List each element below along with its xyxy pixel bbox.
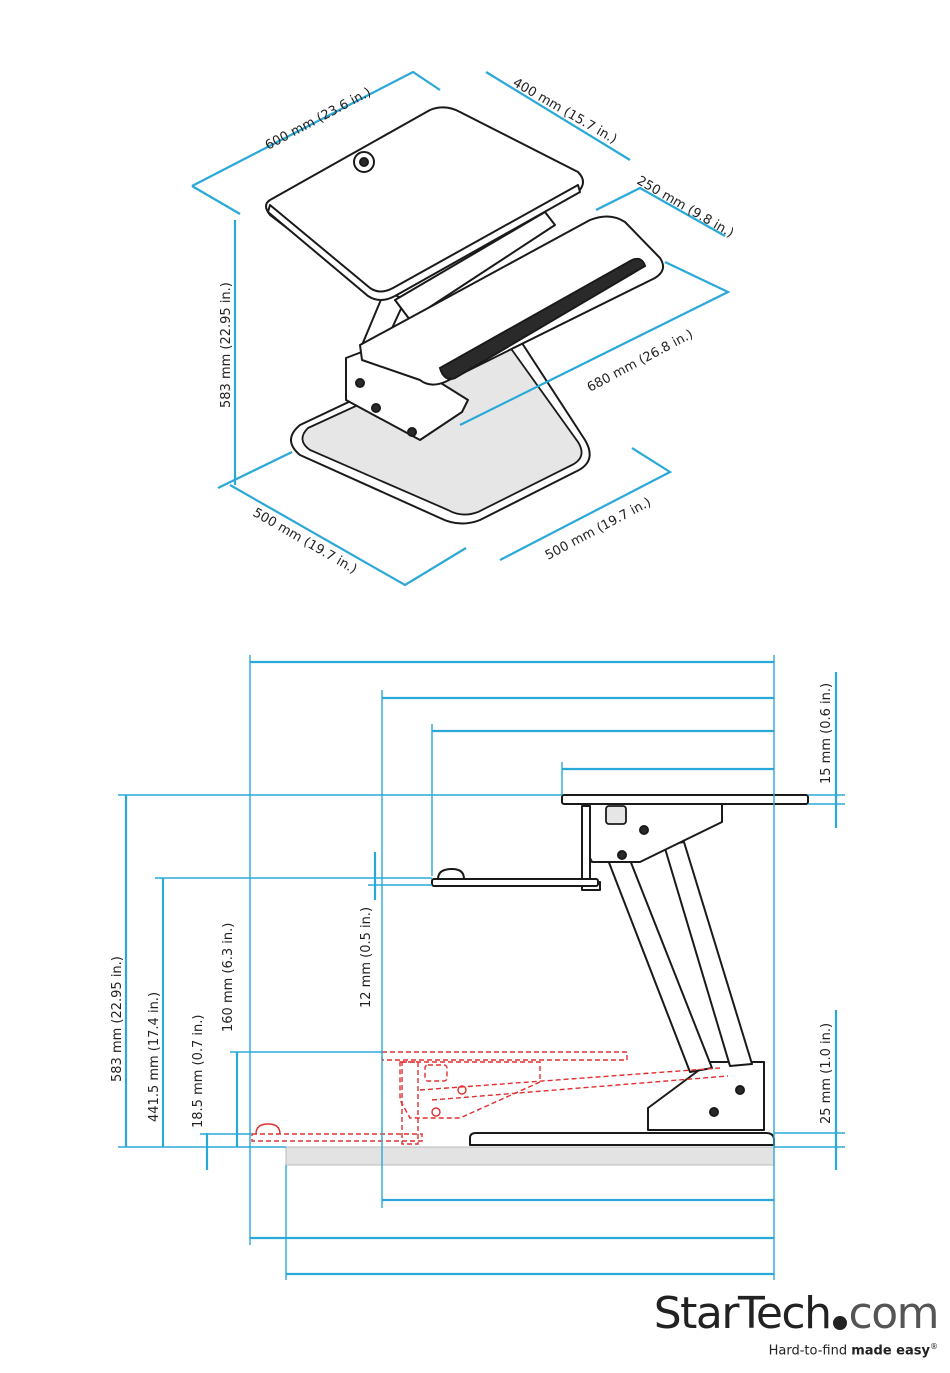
brand-tagline: Hard-to-find made easy®	[654, 1342, 938, 1358]
stowed-keyboard-tray	[252, 1134, 422, 1141]
tagline-a: Hard-to-find	[769, 1343, 852, 1358]
brand-dot-icon	[833, 1316, 847, 1330]
bolt	[408, 428, 416, 436]
bolt	[356, 379, 364, 387]
stowed-post	[402, 1062, 418, 1144]
desk-surface	[286, 1147, 774, 1165]
side-view: 583 mm (22.95 in.) 441.5 mm (17.4 in.) 1…	[110, 655, 845, 1280]
bolt	[640, 826, 648, 834]
side-keyboard-tray	[432, 879, 598, 886]
tagline-b: made easy	[851, 1343, 930, 1358]
bolt	[372, 404, 380, 412]
stowed-lever	[425, 1065, 447, 1081]
dim-label-min-height: 18.5 mm (0.7 in.)	[191, 1015, 206, 1128]
stowed-wrist-rest	[256, 1124, 280, 1134]
stowed-bolt	[432, 1108, 440, 1116]
dim-label-total-height: 583 mm (22.95 in.)	[110, 956, 125, 1082]
dim-label-kb-width: 680 mm (26.8 in.)	[585, 327, 696, 395]
dim-label-keyboard-height: 441.5 mm (17.4 in.)	[147, 992, 162, 1122]
dim-line-base-corner	[218, 452, 292, 488]
dim-label-depth: 400 mm (15.7 in.)	[510, 75, 619, 147]
height-lever-knob	[360, 158, 368, 166]
bolt	[736, 1086, 744, 1094]
dim-label-base-thickness: 25 mm (1.0 in.)	[819, 1023, 834, 1124]
stowed-worksurface	[382, 1052, 627, 1060]
side-wrist-rest	[438, 869, 464, 879]
isometric-view: 600 mm (23.6 in.) 400 mm (15.7 in.) 250 …	[192, 72, 736, 585]
dim-label-width: 600 mm (23.6 in.)	[263, 85, 374, 153]
dim-label-stowed-height: 160 mm (6.3 in.)	[221, 923, 236, 1032]
side-worksurface	[562, 795, 808, 804]
lower-bracket	[648, 1062, 764, 1130]
dim-label-base-front: 500 mm (19.7 in.)	[250, 505, 359, 577]
registered-mark: ®	[930, 1342, 938, 1351]
bolt	[710, 1108, 718, 1116]
dim-label-height: 583 mm (22.95 in.)	[219, 282, 234, 408]
brand-name-a: StarTech	[654, 1288, 831, 1339]
bolt	[618, 851, 626, 859]
brand-name-b: com	[849, 1288, 938, 1339]
side-base	[470, 1133, 774, 1145]
dim-label-keyboard-gap: 12 mm (0.5 in.)	[359, 907, 374, 1008]
dim-label-top-thickness: 15 mm (0.6 in.)	[819, 683, 834, 784]
dim-line-width-tick	[192, 186, 240, 214]
dim-label-kb-depth: 250 mm (9.8 in.)	[634, 173, 736, 241]
lever-housing	[606, 806, 626, 824]
